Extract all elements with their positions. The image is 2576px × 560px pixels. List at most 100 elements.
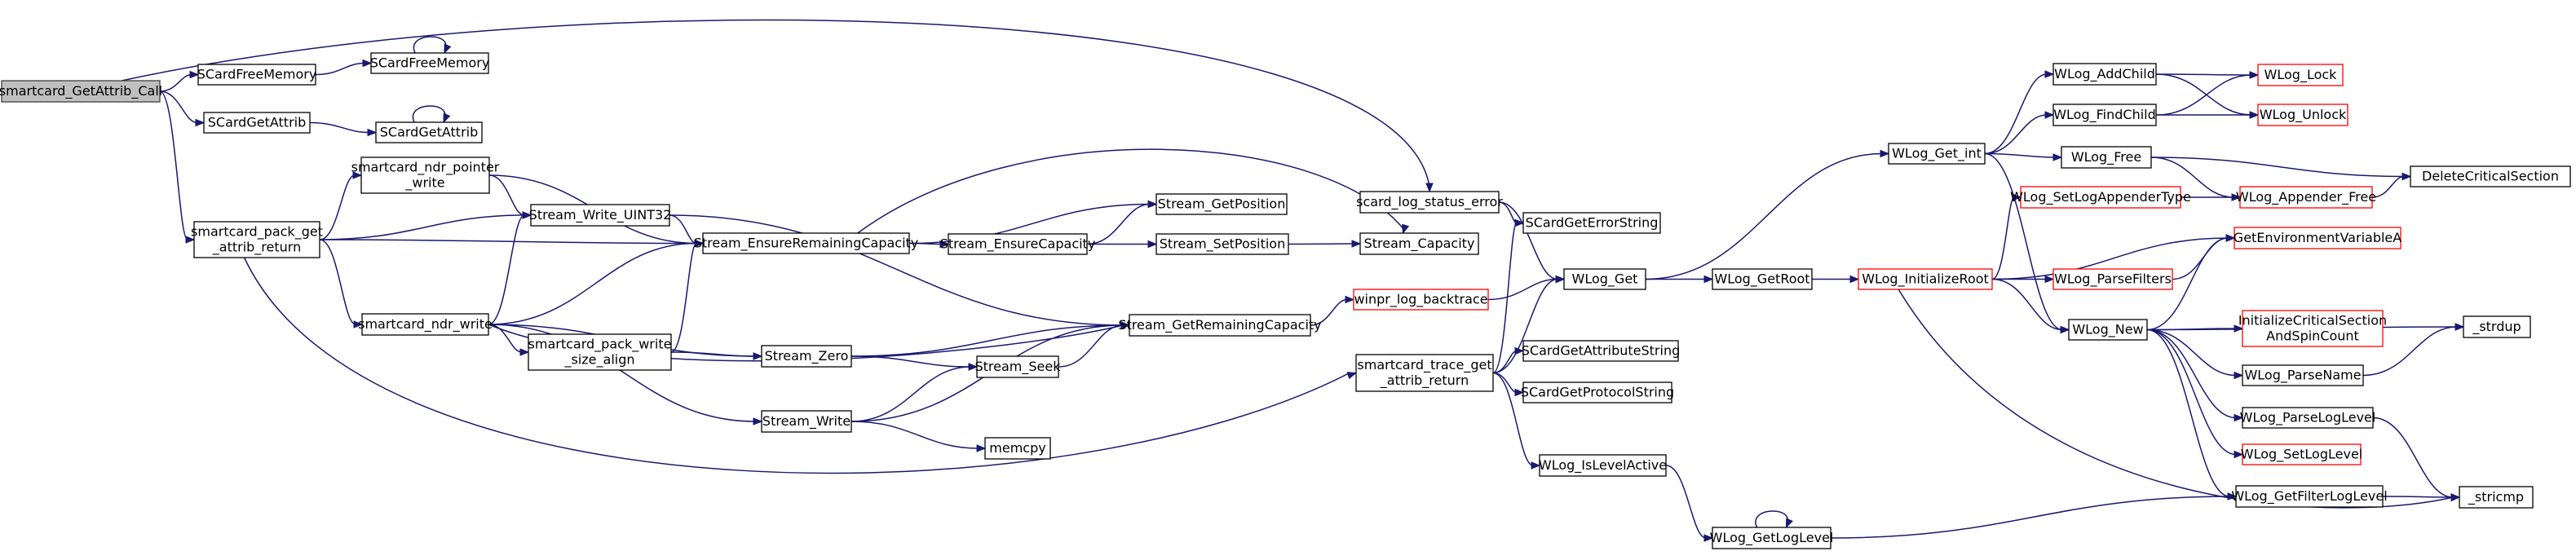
node-stream-zero[interactable]: Stream_Zero xyxy=(761,345,852,368)
node-box xyxy=(2257,64,2344,86)
arrowhead xyxy=(2231,193,2242,201)
edge-wlog-get-int-to-wlog-new xyxy=(1984,152,2063,331)
arrowhead xyxy=(2249,71,2260,79)
edge-smartcard-ndr-pointer-write-to-stream-write-uint32 xyxy=(488,174,525,216)
node-scardgeterrorstring[interactable]: SCardGetErrorString xyxy=(1522,212,1661,234)
node-stream-write-uint32[interactable]: Stream_Write_UINT32 xyxy=(529,204,672,227)
node-stream-setposition[interactable]: Stream_SetPosition xyxy=(1155,233,1289,255)
edge-smartcard-pack-write-size-align-to-stream-ensureremainingcapacity xyxy=(670,242,697,353)
node-scardgetprotocolstring[interactable]: SCardGetProtocolString xyxy=(1521,381,1674,403)
node-scard-log-status-error[interactable]: scard_log_status_error xyxy=(1356,191,1503,214)
arrowhead xyxy=(2234,324,2244,333)
node-stream-seek[interactable]: Stream_Seek xyxy=(975,355,1062,378)
arrowhead xyxy=(362,59,373,68)
node-wlog-addchild[interactable]: WLog_AddChild xyxy=(2052,63,2157,86)
node-memcpy[interactable]: memcpy xyxy=(984,437,1051,460)
node-wlog-new[interactable]: WLog_New xyxy=(2068,319,2148,341)
node-wlog-get[interactable]: WLog_Get xyxy=(1563,268,1646,290)
node-wlog-findchild[interactable]: WLog_FindChild xyxy=(2052,104,2157,126)
node-wlog-initializeroot[interactable]: WLog_InitializeRoot xyxy=(1858,268,1993,290)
node-deletecriticalsection[interactable]: DeleteCriticalSection xyxy=(2410,165,2571,187)
edge-stream-write-uint32-to-stream-getremainingcapacity xyxy=(669,214,1124,326)
arrowhead xyxy=(1351,240,1362,248)
node-label: smartcard_ndr_pointer xyxy=(351,160,500,176)
node--strdup[interactable]: _strdup xyxy=(2463,315,2531,338)
arrowhead xyxy=(2401,172,2412,181)
node-smartcard-ndr-pointer-write[interactable]: smartcard_ndr_pointer_write xyxy=(351,157,500,194)
node-wlog-get-int[interactable]: WLog_Get_int xyxy=(1888,143,1986,165)
node-box xyxy=(2257,104,2348,126)
node-stream-capacity[interactable]: Stream_Capacity xyxy=(1359,232,1479,255)
node-wlog-appender-free[interactable]: WLog_Appender_Free xyxy=(2236,186,2376,209)
node-box xyxy=(2052,268,2173,290)
node-wlog-islevelactive[interactable]: WLog_IsLevelActive xyxy=(1539,454,1667,477)
node-label: _attrib_return xyxy=(1380,373,1469,389)
node-stream-ensurecapacity[interactable]: Stream_EnsureCapacity xyxy=(940,233,1096,255)
node-scardgetattrib-a[interactable]: SCardGetAttrib xyxy=(203,112,311,134)
node-scardgetattributestring[interactable]: SCardGetAttributeString xyxy=(1522,340,1681,362)
node-box xyxy=(1359,191,1500,214)
node-label: WLog_Get xyxy=(1572,271,1638,288)
node-stream-getremainingcapacity[interactable]: Stream_GetRemainingCapacity xyxy=(1118,314,1322,337)
arrowhead xyxy=(2060,325,2070,334)
node-box xyxy=(1522,340,1679,362)
node-label: WLog_ParseFilters xyxy=(2054,271,2172,288)
node-wlog-getfilterloglevel[interactable]: WLog_GetFilterLogLevel xyxy=(2231,485,2388,508)
node-scardgetattrib-b[interactable]: SCardGetAttrib xyxy=(375,121,483,143)
node-scardfreememory-a[interactable]: SCardFreeMemory xyxy=(197,64,317,86)
node-smartcard-pack-get-attrib-return[interactable]: smartcard_pack_get_attrib_return xyxy=(191,221,323,258)
node-getenvironmentvariablea[interactable]: GetEnvironmentVariableA xyxy=(2234,227,2401,249)
node-wlog-free[interactable]: WLog_Free xyxy=(2061,146,2152,169)
node-stream-write[interactable]: Stream_Write xyxy=(761,410,852,433)
node-label: WLog_SetLogAppenderType xyxy=(2010,189,2191,205)
node-scardfreememory-b[interactable]: SCardFreeMemory xyxy=(370,52,490,74)
edge-smartcard-pack-get-attrib-return-to-stream-ensureremainingcapacity xyxy=(319,239,697,245)
node-box xyxy=(2052,104,2157,126)
arrowhead xyxy=(2454,323,2465,331)
arrowhead xyxy=(1703,534,1714,542)
node-smartcard-ndr-write[interactable]: smartcard_ndr_write xyxy=(358,313,493,336)
arrowhead xyxy=(522,211,532,219)
node-label: winpr_log_backtrace xyxy=(1354,292,1487,308)
node-smartcard-trace-get-attrib-return[interactable]: smartcard_trace_get_attrib_return xyxy=(1355,354,1494,392)
arrowhead xyxy=(195,118,205,127)
node-box xyxy=(2052,63,2157,86)
node-label: SCardFreeMemory xyxy=(197,67,317,82)
node-label: WLog_GetRoot xyxy=(1714,271,1809,288)
node-smartcard-getattrib-call[interactable]: smartcard_GetAttrib_Call xyxy=(0,80,162,103)
node-wlog-getloglevel[interactable]: WLog_GetLogLevel xyxy=(1710,527,1834,549)
node-label: smartcard_trace_get xyxy=(1357,357,1491,373)
node-wlog-setloglevel[interactable]: WLog_SetLogLevel xyxy=(2241,443,2362,465)
node-box xyxy=(2459,486,2534,509)
node-winpr-log-backtrace[interactable]: winpr_log_backtrace xyxy=(1353,289,1489,311)
node-label: WLog_GetLogLevel xyxy=(1710,530,1834,546)
node-wlog-parseloglevel[interactable]: WLog_ParseLogLevel xyxy=(2240,407,2376,429)
node-stream-getposition[interactable]: Stream_GetPosition xyxy=(1155,193,1288,215)
node-wlog-unlock[interactable]: WLog_Unlock xyxy=(2257,104,2348,126)
edge-wlog-getloglevel-to-wlog-getfilterloglevel xyxy=(1830,496,2230,539)
node-box xyxy=(1712,268,1813,290)
node-stream-ensureremainingcapacity[interactable]: Stream_EnsureRemainingCapacity xyxy=(694,232,919,254)
arrowhead xyxy=(1402,223,1410,235)
node-label: WLog_Get_int xyxy=(1892,146,1982,162)
arrowhead xyxy=(1555,275,1566,284)
node-box xyxy=(528,333,672,371)
node-wlog-parsefilters[interactable]: WLog_ParseFilters xyxy=(2052,268,2173,290)
node-wlog-lock[interactable]: WLog_Lock xyxy=(2257,64,2344,86)
node-box xyxy=(2242,407,2374,429)
edge-smartcard-getattrib-call-to-scard-log-status-error xyxy=(121,19,1430,187)
arrowhead xyxy=(2052,153,2063,161)
node-box xyxy=(1888,143,1986,165)
node-smartcard-pack-write-size-align[interactable]: smartcard_pack_write_size_align xyxy=(528,333,672,371)
node-label: _strdup xyxy=(2472,319,2521,335)
arrowhead xyxy=(2012,193,2022,201)
arrowhead xyxy=(753,352,763,360)
node-wlog-parsename[interactable]: WLog_ParseName xyxy=(2242,364,2364,386)
node-wlog-setlogappendertype[interactable]: WLog_SetLogAppenderType xyxy=(2010,186,2191,209)
arrowhead xyxy=(443,112,451,124)
node--stricmp[interactable]: _stricmp xyxy=(2459,486,2534,509)
edge-wlog-new-to-wlog-getfilterloglevel xyxy=(2146,329,2230,497)
node-wlog-getroot[interactable]: WLog_GetRoot xyxy=(1712,268,1813,290)
